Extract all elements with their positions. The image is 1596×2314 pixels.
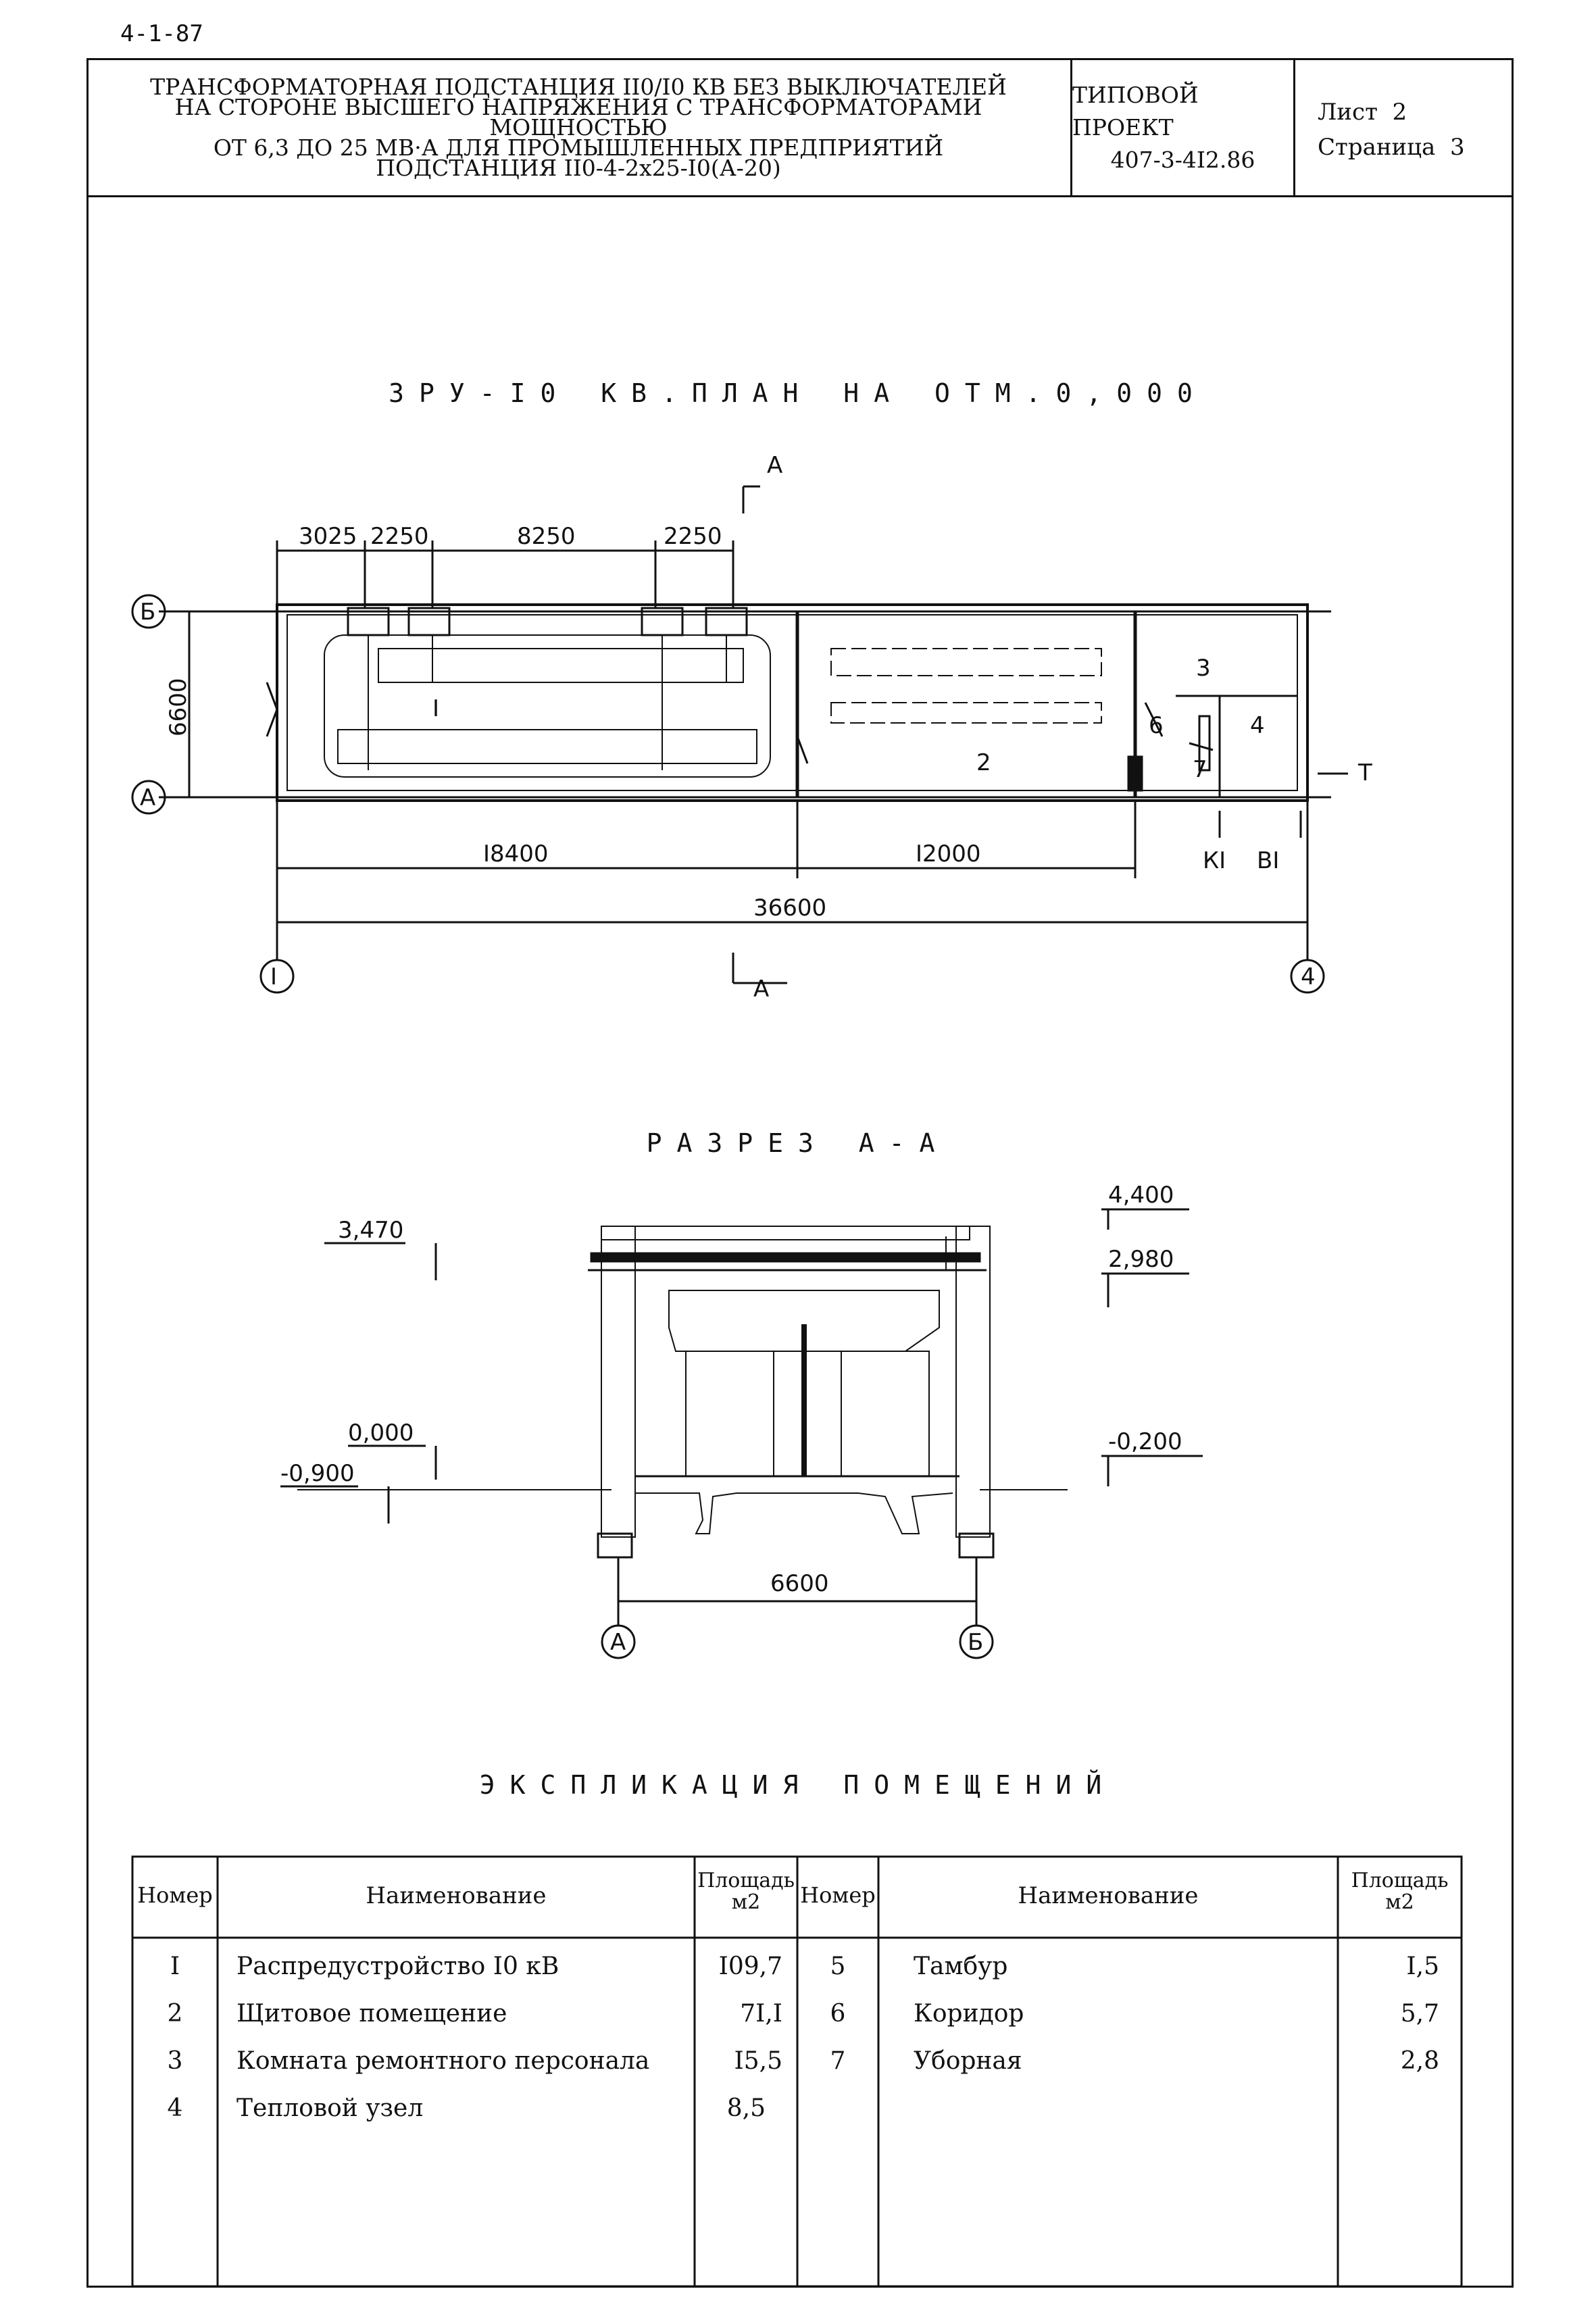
- explication-title: ЭКСПЛИКАЦИЯ ПОМЕЩЕНИЙ: [479, 1770, 1117, 1800]
- row-num: I: [170, 1953, 180, 1980]
- title-divider: [1293, 58, 1295, 197]
- row-num: 7: [830, 2047, 846, 2075]
- row-area: 2,8: [1400, 2047, 1439, 2075]
- room-6-label: 6: [1149, 712, 1164, 739]
- row-area: I09,7: [718, 1953, 782, 1980]
- page-number: 3: [1449, 134, 1465, 161]
- row-name: Коридор: [914, 2000, 1024, 2028]
- room-2-label: 2: [976, 749, 991, 776]
- page-label: Страница: [1318, 134, 1436, 161]
- section-axis-b: Б: [968, 1629, 983, 1656]
- row-area: 8,5: [726, 2094, 766, 2122]
- label-k1: КI: [1203, 847, 1226, 874]
- dim-2250-b: 2250: [664, 523, 722, 550]
- section-mark-label-top: А: [767, 452, 782, 479]
- project-code: 407-3-4I2.86: [1110, 147, 1255, 173]
- row-num: 2: [167, 2000, 183, 2028]
- level-0000: 0,000: [348, 1419, 414, 1447]
- row-area: I5,5: [734, 2047, 782, 2075]
- project-label: ТИПОВОЙ ПРОЕКТ: [1072, 82, 1199, 141]
- axis-4: 4: [1301, 963, 1316, 990]
- label-b1: ВI: [1257, 847, 1279, 874]
- level-m0900: -0,900: [280, 1460, 355, 1487]
- room-4-label: 4: [1250, 712, 1265, 739]
- section-title: РАЗРЕЗ А-А: [646, 1128, 950, 1158]
- sheet-cell: Лист 2 Страница 3: [1318, 95, 1465, 165]
- label-t: Т: [1357, 759, 1372, 786]
- title-line: ТРАНСФОРМАТОРНАЯ ПОДСТАНЦИЯ II0/I0 КВ БЕ…: [150, 74, 1007, 100]
- dim-8250: 8250: [517, 523, 576, 550]
- title-divider: [1070, 58, 1072, 197]
- axis-b: Б: [140, 599, 155, 626]
- axis-a: А: [140, 784, 155, 811]
- row-num: 6: [830, 2000, 846, 2028]
- header-area-line2: м2: [1385, 1890, 1414, 1914]
- header-num-left: Номер: [137, 1882, 213, 1908]
- plan-title: ЗРУ-I0 КВ.ПЛАН НА ОТМ.0,000: [389, 378, 1207, 408]
- title-line: ОТ 6,3 ДО 25 МВ·А ДЛЯ ПРОМЫШЛЕННЫХ ПРЕДП…: [213, 134, 944, 161]
- row-num: 4: [167, 2094, 183, 2122]
- row-name: Тамбур: [914, 1953, 1008, 1980]
- room-7-label: 7: [1193, 756, 1207, 783]
- dim-3025: 3025: [299, 523, 357, 550]
- row-name: Тепловой узел: [236, 2094, 424, 2122]
- row-name: Распредустройство I0 кВ: [236, 1953, 559, 1980]
- dim-36600: 36600: [753, 895, 826, 922]
- level-3470: 3,470: [338, 1217, 403, 1244]
- row-num: 3: [167, 2047, 183, 2075]
- level-4400: 4,400: [1108, 1182, 1174, 1209]
- document-code: 4-1-87: [120, 20, 203, 47]
- dim-6600: 6600: [165, 678, 192, 736]
- axis-1: I: [270, 963, 277, 990]
- header-area-left: Площадь м2: [695, 1870, 797, 1913]
- header-area-line1: Площадь: [697, 1869, 795, 1892]
- sheet-label: Лист: [1318, 99, 1378, 126]
- project-cell: ТИПОВОЙ ПРОЕКТ 407-3-4I2.86: [1072, 58, 1293, 197]
- dim-18400: I8400: [483, 840, 549, 867]
- row-num: 5: [830, 1953, 846, 1980]
- level-2980: 2,980: [1108, 1246, 1174, 1273]
- title-block: [86, 58, 1514, 197]
- level-m0200: -0,200: [1108, 1428, 1182, 1455]
- title-line: НА СТОРОНЕ ВЫСШЕГО НАПРЯЖЕНИЯ С ТРАНСФОР…: [174, 94, 982, 141]
- room-3-label: 3: [1196, 655, 1211, 682]
- row-name: Уборная: [914, 2047, 1022, 2075]
- header-area-line1: Площадь: [1351, 1869, 1449, 1892]
- room-1-label: I: [432, 695, 439, 722]
- section-dim-6600: 6600: [770, 1570, 829, 1597]
- row-name: Комната ремонтного персонала: [236, 2047, 650, 2075]
- row-area: 7I,I: [740, 2000, 782, 2028]
- dim-12000: I2000: [916, 840, 981, 867]
- sheet-number: 2: [1392, 99, 1407, 126]
- row-name: Щитовое помещение: [236, 2000, 507, 2028]
- header-name-left: Наименование: [366, 1882, 547, 1909]
- header-name-right: Наименование: [1018, 1882, 1199, 1909]
- section-axis-a: А: [610, 1629, 626, 1656]
- section-mark-label-bottom: А: [753, 976, 769, 1003]
- header-area-right: Площадь м2: [1338, 1870, 1462, 1913]
- dim-2250-a: 2250: [370, 523, 429, 550]
- room-5-label: 5: [1128, 763, 1143, 790]
- header-num-right: Номер: [800, 1882, 876, 1908]
- title-line: ПОДСТАНЦИЯ II0-4-2х25-I0(А-20): [376, 155, 781, 181]
- title-block-name: ТРАНСФОРМАТОРНАЯ ПОДСТАНЦИЯ II0/I0 КВ БЕ…: [86, 58, 1070, 197]
- row-area: I,5: [1406, 1953, 1439, 1980]
- header-area-line2: м2: [731, 1890, 761, 1914]
- row-area: 5,7: [1400, 2000, 1439, 2028]
